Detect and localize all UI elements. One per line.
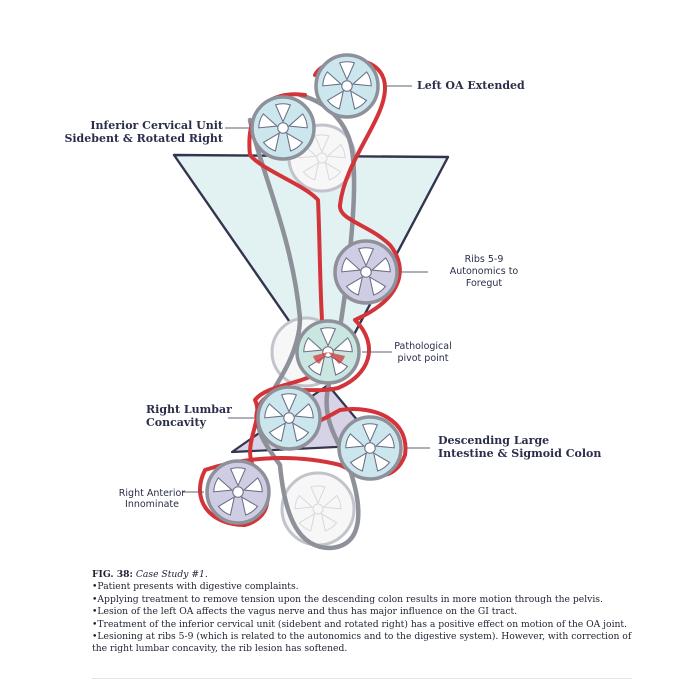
label-right-lumbar-line1: Right Lumbar xyxy=(146,403,232,416)
wheel-right-lumbar xyxy=(256,385,322,451)
caption-heading: FIG. 38: Case Study #1. xyxy=(92,569,632,581)
label-right-lumbar-line2: Concavity xyxy=(146,416,207,429)
caption-bullet: Lesioning at ribs 5-9 (which is related … xyxy=(92,631,632,656)
wheel-pivot xyxy=(295,319,361,385)
label-descending-line2: Intestine & Sigmoid Colon xyxy=(438,447,601,460)
figure-title: Case Study #1. xyxy=(135,569,208,580)
wheel-left-oa xyxy=(314,53,380,119)
pulley-diagram: Left OA Extended Inferior Cervical Unit … xyxy=(64,53,601,551)
label-pivot-line1: Pathological xyxy=(394,341,452,352)
label-innominate-line2: Innominate xyxy=(125,499,179,510)
caption-bullet: Treatment of the inferior cervical unit … xyxy=(92,619,632,631)
caption-bullet: Applying treatment to remove tension upo… xyxy=(92,594,632,606)
wheel-ribs xyxy=(333,239,399,305)
label-pivot-line2: pivot point xyxy=(397,353,448,364)
ghost-wheel-pelvis xyxy=(280,471,356,547)
wheel-right-anterior-innominate xyxy=(205,459,271,525)
label-innominate-line1: Right Anterior xyxy=(119,488,185,499)
wheel-inferior-cervical xyxy=(250,95,316,161)
caption-bullet: Patient presents with digestive complain… xyxy=(92,581,632,593)
label-inferior-cervical-line2: Sidebent & Rotated Right xyxy=(64,132,223,145)
wheel-descending-colon xyxy=(337,415,403,481)
label-descending-line1: Descending Large xyxy=(438,434,549,447)
label-left-oa: Left OA Extended xyxy=(417,79,525,92)
figure-number: FIG. 38: xyxy=(92,569,133,580)
divider xyxy=(92,678,632,679)
figure-caption: FIG. 38: Case Study #1. Patient presents… xyxy=(92,569,632,656)
caption-bullets: Patient presents with digestive complain… xyxy=(92,581,632,655)
caption-bullet: Lesion of the left OA affects the vagus … xyxy=(92,606,632,618)
label-inferior-cervical-line1: Inferior Cervical Unit xyxy=(90,119,224,132)
label-ribs-line2: Autonomics to xyxy=(450,266,519,277)
label-ribs-line3: Foregut xyxy=(466,278,503,289)
label-ribs-line1: Ribs 5-9 xyxy=(465,254,504,265)
